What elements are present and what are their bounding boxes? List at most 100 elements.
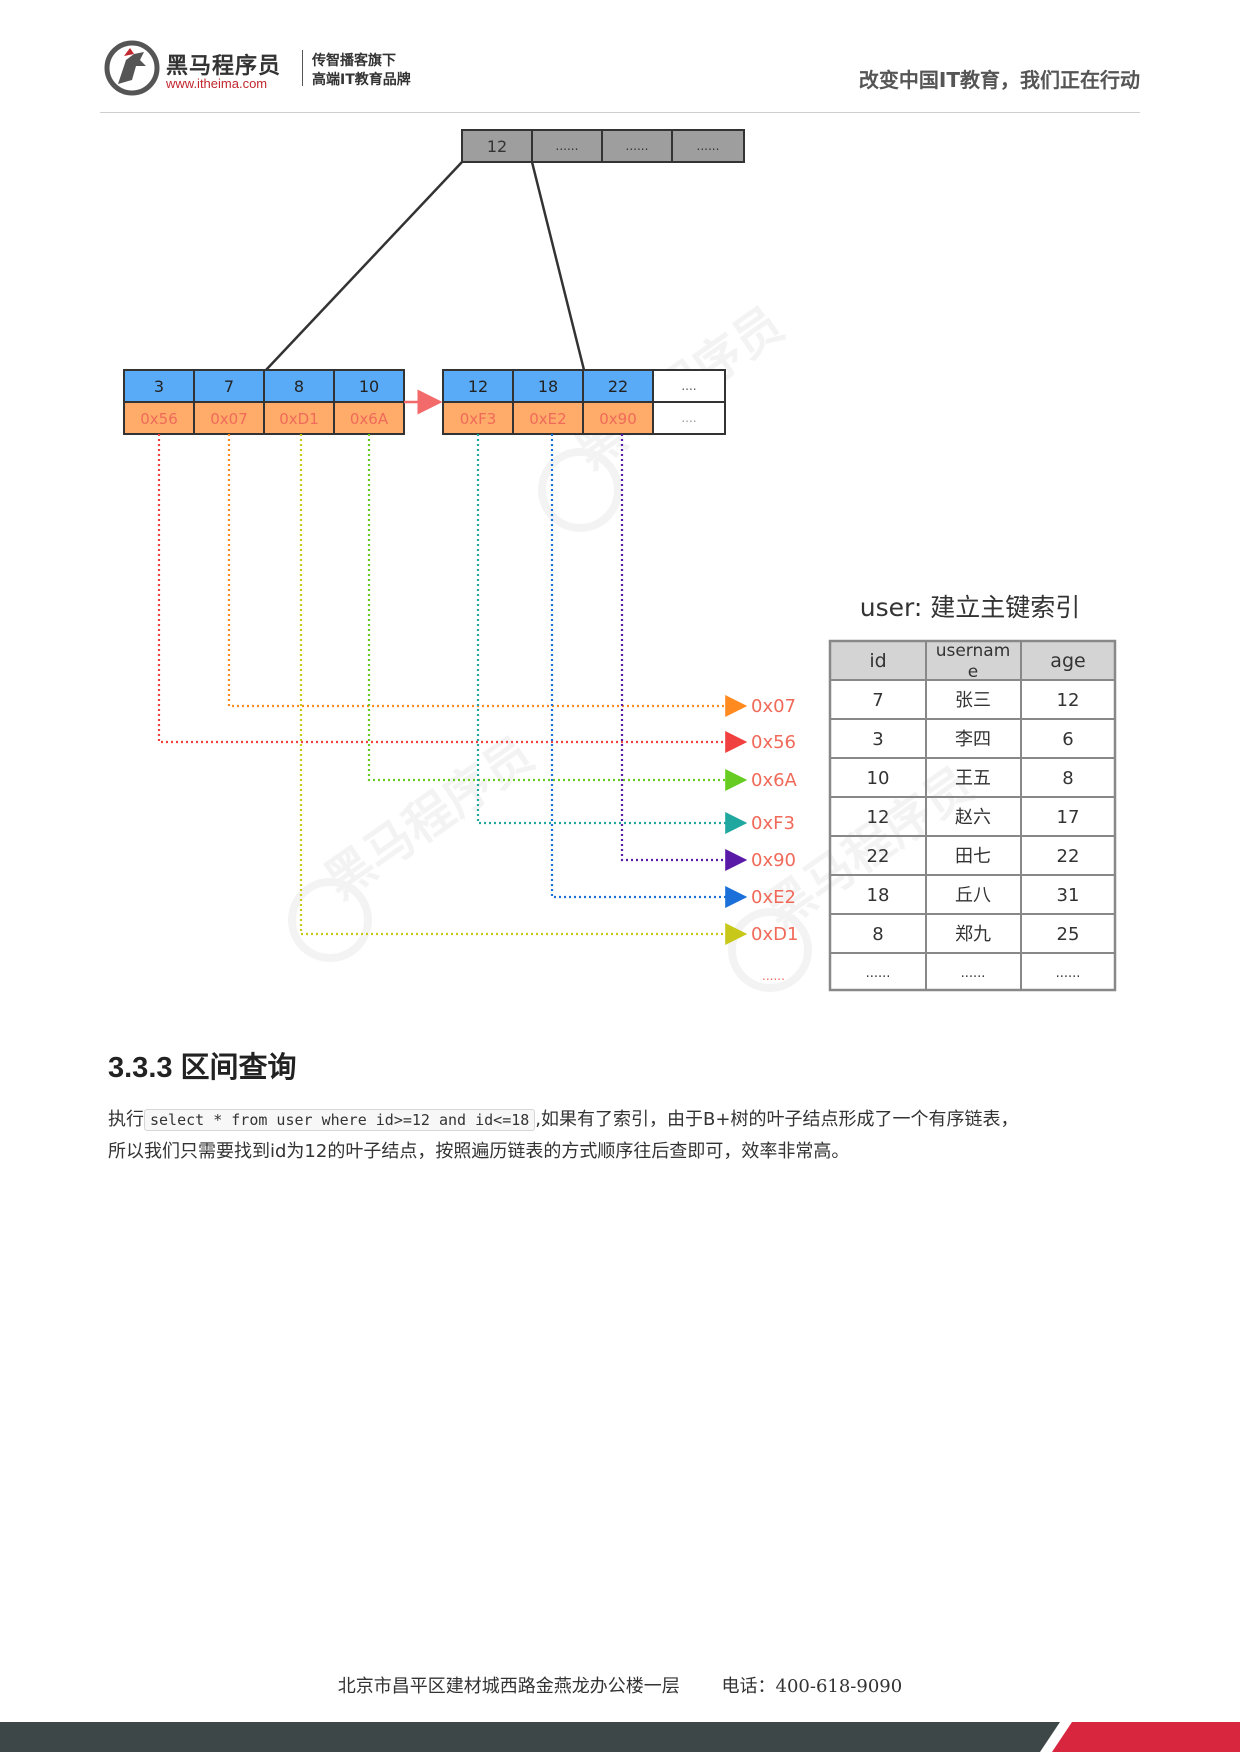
table-cell: 3 — [872, 729, 883, 750]
root-key: ...... — [556, 139, 579, 153]
target-label: 0xE2 — [751, 887, 796, 908]
table-cell: ...... — [866, 966, 891, 981]
bplus-tree-diagram: 黑马程序员 黑马程序员 黑马程序员 12 ...... ...... .....… — [123, 129, 1117, 992]
table-cell: 王五 — [955, 768, 991, 789]
root-node: 12 ...... ...... ...... — [461, 129, 745, 163]
table-cell: ...... — [1056, 966, 1081, 981]
leaf-key: 22 — [608, 377, 628, 396]
para-suffix: ,如果有了索引，由于B+树的叶子结点形成了一个有序链表， — [535, 1109, 1019, 1130]
leaf-key: 7 — [224, 377, 234, 396]
brand-name: 黑马程序员 — [166, 54, 282, 79]
table-cell: 7 — [872, 690, 883, 711]
leaf-pointer: .... — [681, 411, 696, 425]
table-cell: 丘八 — [955, 885, 991, 906]
leaf-key: 8 — [294, 377, 304, 396]
table-cell: 12 — [867, 807, 890, 828]
target-label: 0xF3 — [751, 813, 795, 834]
table-cell: 张三 — [955, 690, 991, 711]
table-header: id — [869, 650, 886, 672]
leaf-key: 3 — [154, 377, 164, 396]
table-cell: 8 — [1062, 768, 1073, 789]
leaf-key: 18 — [538, 377, 558, 396]
table-body: 7 张三 12 3 李四 6 10 王五 8 12 赵六 17 22 田七 22 18 丘八 31 8 郑九 25...… — [866, 690, 1081, 981]
footer-address: 北京市昌平区建材城西路金燕龙办公楼一层 电话：400-618-9090 — [337, 1676, 903, 1697]
table-cell: 6 — [1062, 729, 1073, 750]
table-border — [828, 639, 1117, 992]
user-table: id usernam e age — [828, 639, 1117, 992]
table-cell: 17 — [1057, 807, 1080, 828]
pointer-lines — [157, 434, 748, 945]
table-cell: 李四 — [955, 729, 991, 750]
leaf-pointer-cell — [333, 401, 405, 435]
para-prefix: 执行 — [108, 1109, 144, 1130]
leaf-key: 10 — [359, 377, 379, 396]
table-cell: 22 — [1057, 846, 1080, 867]
table-cell: 31 — [1057, 885, 1080, 906]
leaf-pointer: 0xD1 — [279, 410, 319, 428]
table-cell: ...... — [961, 966, 986, 981]
table-title: user: 建立主键索引 — [860, 593, 1080, 622]
table-cell: 8 — [872, 924, 883, 945]
leaf-key: 12 — [468, 377, 488, 396]
table-cell: 25 — [1057, 924, 1080, 945]
target-label: 0x07 — [751, 696, 796, 717]
target-labels: 0x07 0x56 0x6A 0xF3 0x90 0xE2 0xD1 .....… — [751, 696, 798, 983]
leaf-pointer-cell — [582, 401, 654, 435]
table-cell: 田七 — [955, 846, 991, 867]
pointer-line-0xD1 — [299, 434, 748, 945]
table-cell: 郑九 — [955, 924, 991, 945]
target-label: 0x6A — [751, 770, 798, 791]
table-cell: 10 — [867, 768, 890, 789]
leaf-key-cell — [512, 369, 584, 403]
target-label: ...... — [762, 969, 785, 983]
leaf-pointer: 0x56 — [140, 410, 178, 428]
horse-logo-icon — [104, 40, 160, 96]
inline-code: select * from user where id>=12 and id<=… — [144, 1109, 536, 1131]
target-label: 0xD1 — [751, 924, 798, 945]
leaf-pointer-cell — [652, 401, 726, 435]
para-line-2: 所以我们只需要找到id为12的叶子结点，按照遍历链表的方式顺序往后查即可，效率非… — [108, 1141, 850, 1162]
table-cell: 12 — [1057, 690, 1080, 711]
table-header: age — [1050, 650, 1085, 672]
root-key: 12 — [487, 137, 507, 156]
target-label: 0x90 — [751, 850, 796, 871]
page-header: 黑马程序员 www.itheima.com 传智播客旗下 高端IT教育品牌 改变… — [100, 36, 1140, 113]
leaf-key-cell — [193, 369, 265, 403]
footer-bar — [0, 1722, 1240, 1752]
pointer-line-0x90 — [620, 434, 748, 871]
pointer-line-0x56 — [157, 434, 748, 753]
table-cell: 赵六 — [955, 807, 991, 828]
brand-divider — [302, 50, 303, 86]
leaf-pointer: 0xF3 — [460, 410, 497, 428]
root-connector-right — [530, 161, 586, 371]
pointer-line-0x07 — [227, 434, 748, 717]
target-label: 0x56 — [751, 732, 796, 753]
brand-tagline-2: 高端IT教育品牌 — [312, 72, 411, 88]
pointer-line-0xF3 — [476, 434, 748, 834]
leaf-pointer: 0x07 — [210, 410, 248, 428]
footer-accent — [1040, 1722, 1240, 1752]
root-connector-left — [265, 161, 463, 371]
leaf-pointer: 0x6A — [350, 410, 389, 428]
leaf-pointer: 0xE2 — [529, 410, 566, 428]
table-header: usernam — [936, 641, 1011, 661]
right-leaf-node: 12 18 22 .... 0xF3 0xE2 0x90 .... — [442, 369, 726, 435]
svg-text:黑马程序员: 黑马程序员 — [316, 728, 543, 909]
root-key: ...... — [697, 139, 720, 153]
leaf-key-cell — [333, 369, 405, 403]
table-cell: 18 — [867, 885, 890, 906]
table-cell: 22 — [867, 846, 890, 867]
leaf-pointer-cell — [193, 401, 265, 435]
pointer-line-0x6A — [367, 434, 748, 791]
root-key: ...... — [626, 139, 649, 153]
brand-tagline-1: 传智播客旗下 — [312, 53, 396, 69]
root-cell — [671, 129, 745, 163]
brand-url: www.itheima.com — [166, 76, 268, 91]
root-cell — [461, 129, 533, 163]
leaf-key: .... — [681, 379, 696, 393]
pointer-line-0xE2 — [550, 434, 748, 908]
header-slogan: 改变中国IT教育，我们正在行动 — [858, 68, 1140, 92]
left-leaf-node: 3 7 8 10 0x56 0x07 0xD1 0x6A — [123, 369, 405, 435]
section-heading: 3.3.3 区间查询 — [108, 1052, 297, 1084]
